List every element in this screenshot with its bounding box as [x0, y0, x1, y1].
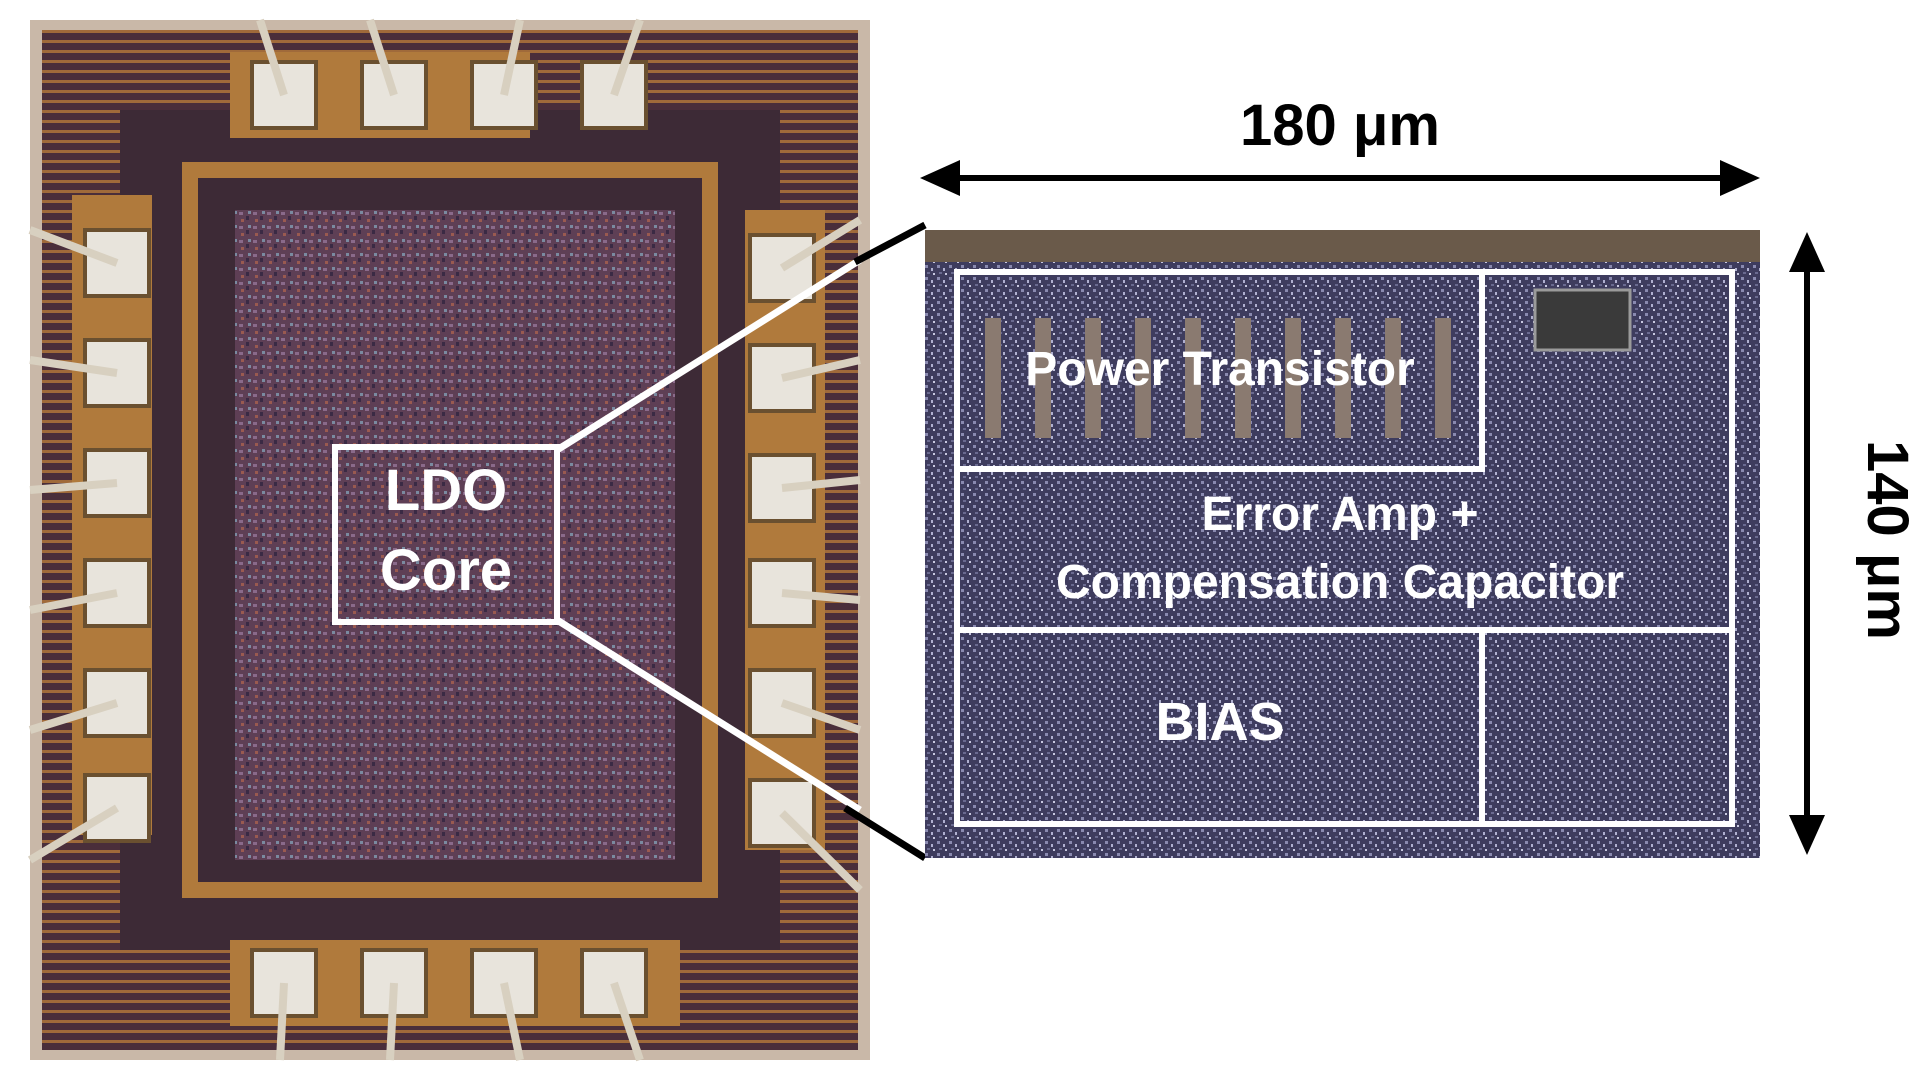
ldo-core-label-line2: Core	[380, 538, 512, 603]
height-arrow-bottom-head	[1789, 815, 1825, 855]
zoom-top-metal-strip	[925, 230, 1760, 262]
bond-pads-left	[27, 195, 152, 864]
height-dimension-label: 140 μm	[1855, 440, 1912, 640]
bias-device-square	[1533, 288, 1632, 352]
width-arrow-right-head	[1720, 160, 1760, 196]
width-dimension: 180 μm	[920, 93, 1760, 196]
ldo-core-highlight-box	[332, 444, 560, 625]
power-transistor-label: Power Transistor	[1025, 343, 1414, 396]
ldo-core-label-line1: LDO	[385, 458, 507, 523]
bond-pads-top	[230, 18, 648, 138]
width-arrow-left-head	[920, 160, 960, 196]
zoom-connector-lines	[555, 221, 927, 861]
die-core-area	[235, 210, 675, 860]
bond-pad	[580, 60, 648, 130]
height-dimension: 140 μm	[1789, 232, 1912, 855]
die-photo: LDO Core	[27, 18, 870, 1062]
power-transistor-fingers	[985, 318, 1451, 438]
bias-label: BIAS	[1155, 692, 1284, 752]
bond-pad	[360, 60, 428, 130]
width-dimension-label: 180 μm	[1240, 93, 1440, 158]
height-arrow-top-head	[1789, 232, 1825, 272]
bond-pads-bottom	[230, 940, 680, 1062]
power-transistor-block	[954, 269, 1485, 472]
error-amp-label-line2: Compensation Capacitor	[1056, 556, 1624, 609]
zoomed-core-view: Power Transistor Error Amp + Compensatio…	[925, 230, 1760, 858]
error-amp-label-line1: Error Amp +	[1202, 488, 1479, 541]
die-metal-frame	[182, 162, 718, 898]
